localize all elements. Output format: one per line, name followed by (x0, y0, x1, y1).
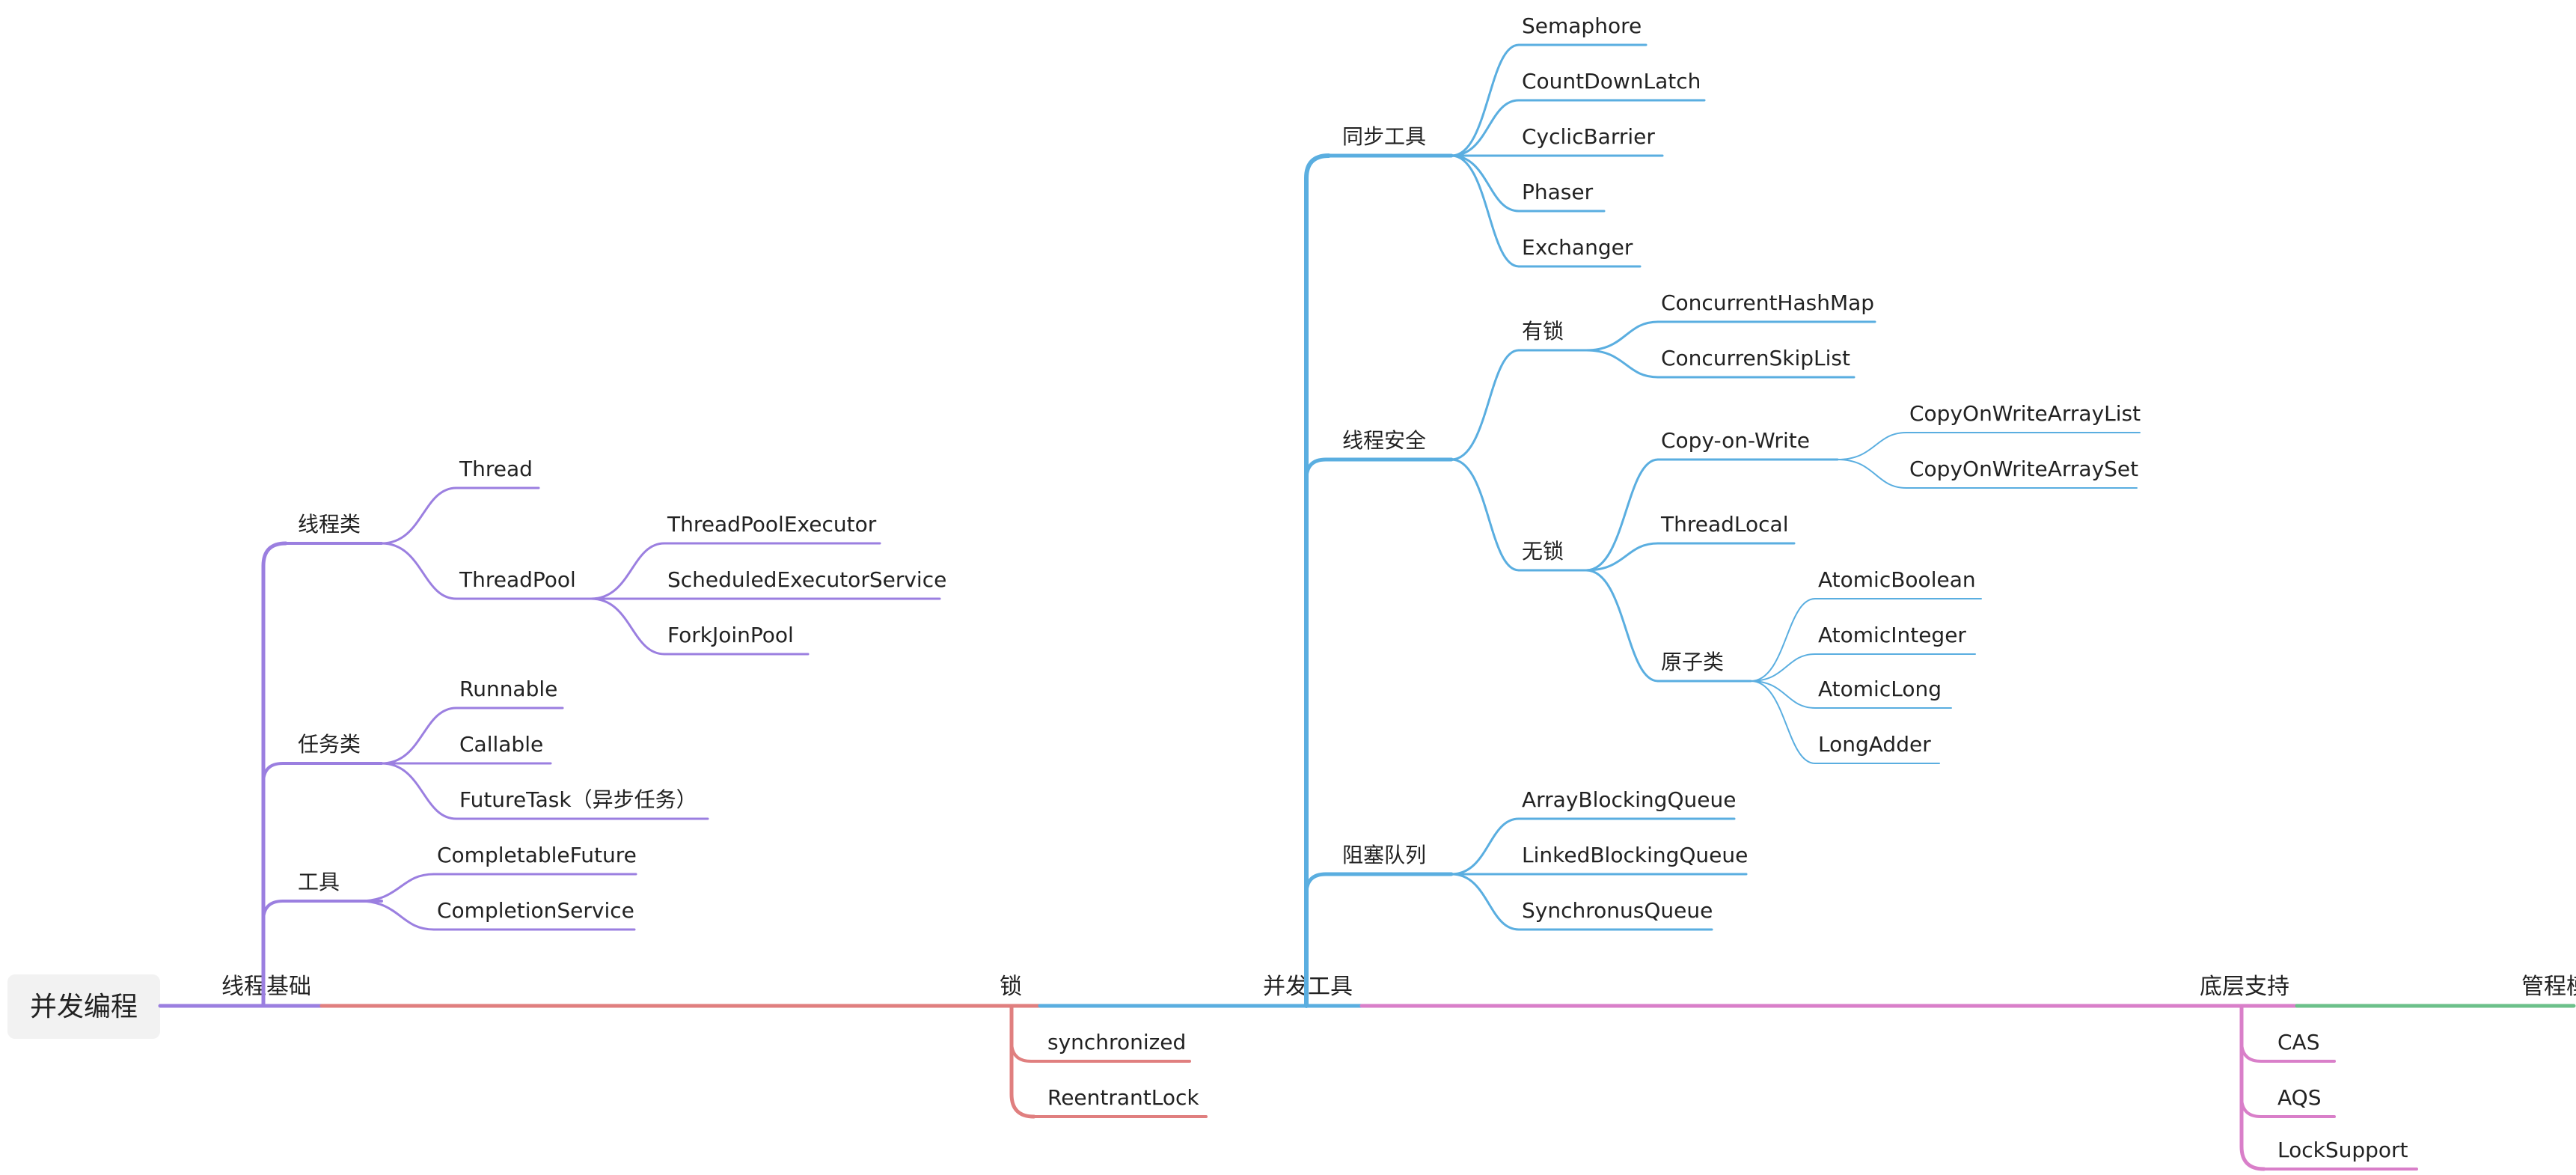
node-exchanger[interactable]: Exchanger (1522, 235, 1633, 260)
connector-phaser (1450, 154, 1520, 213)
node-threadpoolexecutor[interactable]: ThreadPoolExecutor (667, 512, 877, 537)
node-completablefuture[interactable]: CompletableFuture (437, 843, 637, 867)
node-futuretask-异步任务[interactable]: FutureTask（异步任务） (459, 787, 697, 812)
node-reentrantlock[interactable]: ReentrantLock (1047, 1085, 1199, 1110)
node-aqs[interactable]: AQS (2277, 1085, 2321, 1110)
node-copy-on-write[interactable]: Copy-on-Write (1661, 428, 1810, 453)
node-synchronusqueue[interactable]: SynchronusQueue (1522, 898, 1713, 923)
connector-synchronusqueue (1450, 873, 1520, 931)
node-linkedblockingqueue[interactable]: LinkedBlockingQueue (1522, 843, 1748, 867)
connector-atomicinteger (1750, 653, 1816, 682)
connector-atomiclong (1750, 680, 1816, 709)
connector-copy-on-write (1585, 458, 1659, 572)
connector-synchronized (1010, 1040, 1191, 1063)
connector-工具 (262, 900, 383, 922)
connector-有锁 (1450, 349, 1520, 461)
node-longadder[interactable]: LongAdder (1818, 732, 1931, 757)
node-同步工具[interactable]: 同步工具 (1342, 124, 1426, 149)
node-copyonwritearrayset[interactable]: CopyOnWriteArraySet (1909, 457, 2138, 481)
connector-线程安全 (1304, 457, 1454, 481)
branch-label-线程基础[interactable]: 线程基础 (221, 974, 311, 1000)
node-无锁[interactable]: 无锁 (1522, 539, 1564, 564)
root-node[interactable] (7, 974, 160, 1039)
connector-cas (2240, 1040, 2336, 1063)
node-有锁[interactable]: 有锁 (1522, 319, 1564, 344)
node-threadpool[interactable]: ThreadPool (459, 567, 576, 592)
connector-runnable (380, 706, 458, 765)
node-工具[interactable]: 工具 (298, 870, 340, 894)
node-scheduledexecutorservice[interactable]: ScheduledExecutorService (667, 567, 946, 592)
node-countdownlatch[interactable]: CountDownLatch (1522, 69, 1701, 94)
connector-aqs (2240, 1096, 2336, 1118)
connector-任务类 (262, 762, 383, 784)
node-locksupport[interactable]: LockSupport (2277, 1138, 2408, 1162)
node-completionservice[interactable]: CompletionService (437, 898, 634, 923)
connector-无锁 (1450, 458, 1520, 572)
node-任务类[interactable]: 任务类 (298, 732, 361, 757)
trunk-line-xian-cheng-ji-chu (261, 541, 288, 1008)
node-cas[interactable]: CAS (2277, 1030, 2319, 1055)
branch-label-底层支持[interactable]: 底层支持 (2200, 974, 2289, 1000)
node-copyonwritearraylist[interactable]: CopyOnWriteArrayList (1909, 401, 2141, 426)
node-atomicboolean[interactable]: AtomicBoolean (1818, 567, 1976, 592)
node-synchronized[interactable]: synchronized (1047, 1030, 1186, 1055)
connector-countdownlatch (1450, 99, 1520, 157)
connector-copyonwritearraylist (1837, 432, 1907, 460)
root-node-box (7, 974, 160, 1039)
node-阻塞队列[interactable]: 阻塞队列 (1342, 843, 1426, 867)
connector-completionservice (358, 900, 435, 931)
connector-copyonwritearrayset (1837, 459, 1907, 489)
connector-threadlocal (1585, 542, 1659, 572)
node-callable[interactable]: Callable (459, 732, 543, 757)
trunk-line-bing-fa-gong-ju (1304, 153, 1331, 1008)
connector-futuretask-异步任务 (380, 762, 458, 820)
node-forkjoinpool[interactable]: ForkJoinPool (667, 623, 794, 647)
node-线程安全[interactable]: 线程安全 (1342, 428, 1426, 453)
node-threadlocal[interactable]: ThreadLocal (1660, 512, 1788, 537)
node-atomicinteger[interactable]: AtomicInteger (1818, 623, 1966, 647)
branch-label-管程模型[interactable]: 管程模型 (2521, 974, 2576, 1000)
node-原子类[interactable]: 原子类 (1661, 650, 1724, 674)
connector-exchanger (1450, 154, 1520, 268)
node-semaphore[interactable]: Semaphore (1522, 13, 1642, 38)
connector-semaphore (1450, 43, 1520, 157)
connector-thread (380, 486, 458, 545)
node-concurrenskiplist[interactable]: ConcurrenSkipList (1661, 346, 1850, 370)
connector-concurrenskiplist (1585, 349, 1659, 379)
trunk-line-suo (1009, 1004, 1036, 1119)
node-runnable[interactable]: Runnable (459, 677, 557, 701)
connector-threadpoolexecutor (590, 542, 666, 600)
connector-completablefuture (358, 873, 435, 903)
node-phaser[interactable]: Phaser (1522, 180, 1594, 204)
connector-atomicboolean (1750, 598, 1816, 682)
node-arrayblockingqueue[interactable]: ArrayBlockingQueue (1522, 787, 1736, 812)
node-cyclicbarrier[interactable]: CyclicBarrier (1522, 124, 1655, 149)
node-线程类[interactable]: 线程类 (298, 512, 361, 537)
connector-longadder (1750, 680, 1816, 764)
connector-concurrenthashmap (1585, 320, 1659, 352)
branch-label-锁[interactable]: 锁 (1000, 974, 1022, 1000)
node-concurrenthashmap[interactable]: ConcurrentHashMap (1661, 290, 1874, 315)
connector-原子类 (1585, 569, 1659, 683)
connector-forkjoinpool (590, 597, 666, 656)
connector-arrayblockingqueue (1450, 817, 1520, 876)
connector-threadpool (380, 542, 458, 600)
connector-阻塞队列 (1304, 872, 1454, 896)
trunk-line-di-ceng-zhi-chi (2239, 1004, 2266, 1171)
root-node-label[interactable]: 并发编程 (30, 992, 138, 1022)
node-thread[interactable]: Thread (459, 457, 533, 481)
node-atomiclong[interactable]: AtomicLong (1818, 677, 1942, 701)
